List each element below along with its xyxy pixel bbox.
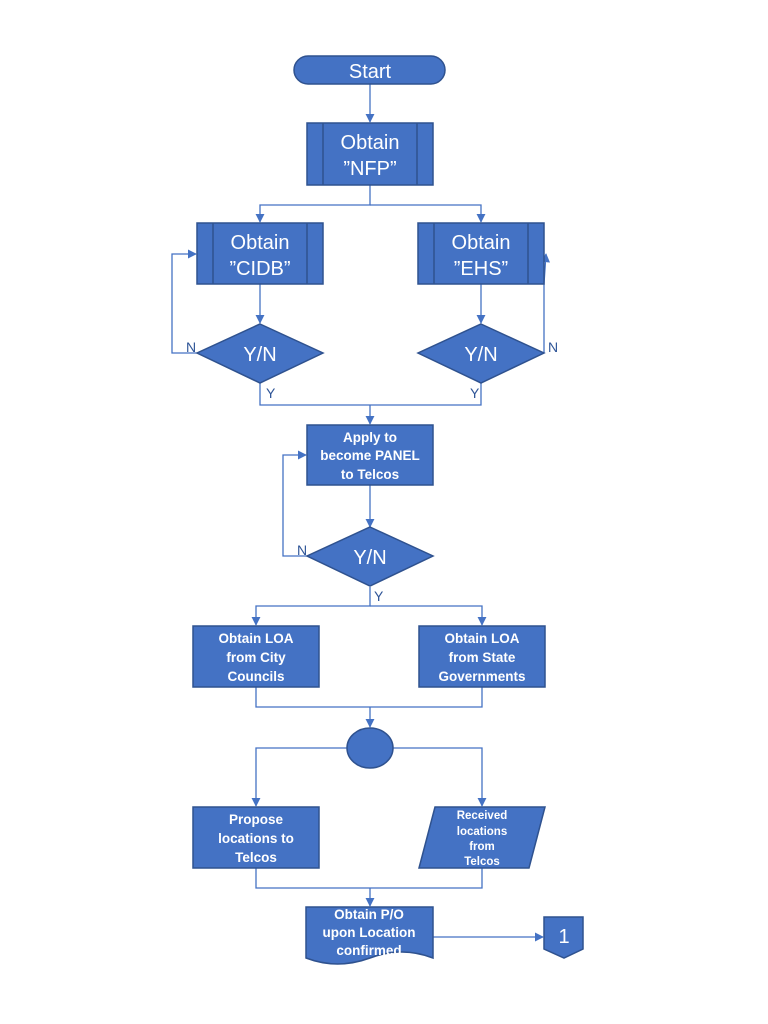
panel-decision: Y/N — [305, 526, 435, 587]
start-label: Start — [349, 61, 392, 83]
ehs-line-2: ”EHS” — [454, 258, 508, 280]
loa-state-line-3: Governments — [438, 669, 525, 684]
panel-no-label: N — [297, 542, 307, 558]
received-line-2: locations — [457, 826, 507, 838]
offpage-label: 1 — [558, 926, 569, 948]
propose-line-2: locations to — [218, 831, 294, 846]
po-line-2: upon Location — [323, 925, 416, 940]
propose-locations-process: Propose locations to Telcos — [192, 806, 320, 869]
loa-city-line-2: from City — [226, 650, 286, 665]
obtain-cidb-process: Obtain ”CIDB” — [196, 222, 324, 285]
received-line-3: from — [469, 841, 495, 853]
merge-connector — [346, 727, 394, 769]
loa-city-line-1: Obtain LOA — [219, 631, 294, 646]
panel-line-3: to Telcos — [341, 467, 399, 482]
cidb-no-label: N — [186, 339, 196, 355]
branch-labels: N N Y Y N Y — [186, 339, 558, 604]
panel-line-2: become PANEL — [320, 448, 420, 463]
received-line-1: Received — [457, 810, 508, 822]
po-line-3: confirmed — [336, 943, 401, 958]
cidb-yes-label: Y — [266, 385, 276, 401]
ehs-line-1: Obtain — [452, 232, 511, 254]
loa-state-line-1: Obtain LOA — [445, 631, 520, 646]
cidb-line-1: Obtain — [231, 232, 290, 254]
cidb-decision-label: Y/N — [243, 344, 276, 366]
obtain-nfp-process: Obtain ”NFP” — [306, 122, 434, 186]
received-line-4: Telcos — [464, 856, 500, 868]
nfp-line-2: ”NFP” — [343, 158, 396, 180]
nfp-line-1: Obtain — [341, 132, 400, 154]
loa-state-process: Obtain LOA from State Governments — [418, 625, 546, 688]
loa-city-process: Obtain LOA from City Councils — [192, 625, 320, 688]
start-terminator: Start — [293, 55, 446, 85]
loa-state-line-2: from State — [449, 650, 516, 665]
ehs-yes-label: Y — [470, 385, 480, 401]
propose-line-3: Telcos — [235, 850, 277, 865]
offpage-connector: 1 — [543, 916, 584, 959]
ehs-decision: Y/N — [416, 323, 546, 384]
cidb-line-2: ”CIDB” — [229, 258, 290, 280]
ehs-decision-label: Y/N — [464, 344, 497, 366]
cidb-decision: Y/N — [195, 323, 325, 384]
panel-yes-label: Y — [374, 588, 384, 604]
loa-city-line-3: Councils — [227, 669, 284, 684]
obtain-po-document: Obtain P/O upon Location confirmed — [305, 906, 434, 965]
apply-panel-process: Apply to become PANEL to Telcos — [306, 424, 434, 486]
connectors — [171, 84, 550, 942]
obtain-ehs-process: Obtain ”EHS” — [417, 222, 545, 285]
po-line-1: Obtain P/O — [334, 907, 404, 922]
propose-line-1: Propose — [229, 812, 284, 827]
ehs-no-label: N — [548, 339, 558, 355]
received-locations-data: Received locations from Telcos — [418, 806, 546, 869]
panel-line-1: Apply to — [343, 430, 397, 445]
panel-decision-label: Y/N — [353, 547, 386, 569]
